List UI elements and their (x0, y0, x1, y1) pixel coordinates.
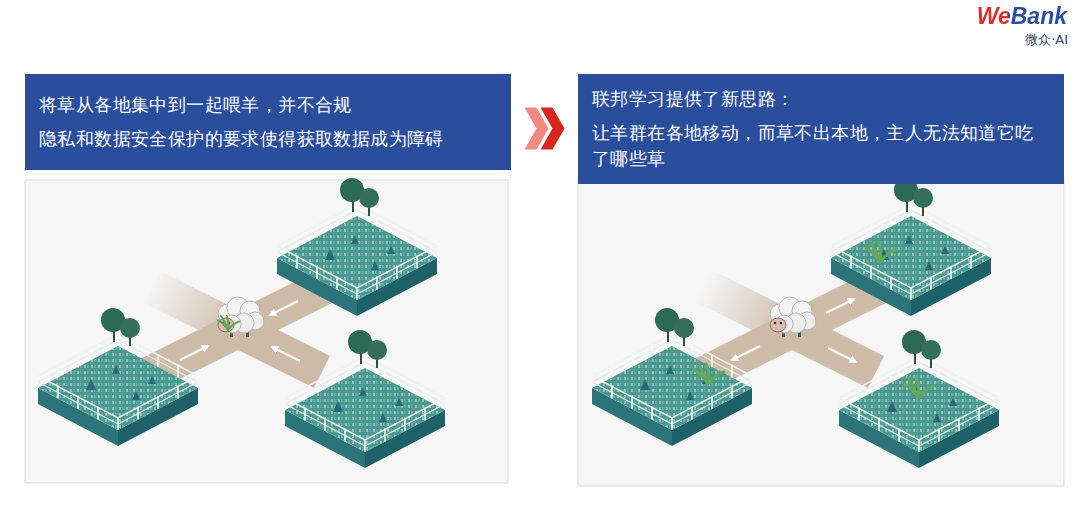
road-arm (148, 330, 238, 375)
flow-arrow (180, 347, 206, 360)
field (277, 178, 437, 316)
flow-arrow (826, 300, 852, 313)
flow-arrow (734, 346, 760, 359)
flow-arrow (274, 348, 300, 361)
panel (578, 180, 1064, 486)
field (38, 308, 198, 446)
field (839, 330, 999, 468)
field (592, 308, 752, 446)
grass (904, 378, 934, 398)
header-box: 将草从各地集中到一起喂羊，并不合规隐私和数据安全保护的要求使得获取数据成为障碍 (25, 74, 511, 170)
logo-subtext: 微众·AI (1025, 31, 1068, 49)
road (702, 284, 884, 375)
road-arm (792, 330, 876, 372)
header-body: 隐私和数据安全保护的要求使得获取数据成为障碍 (39, 126, 497, 152)
sheep (218, 297, 264, 337)
chevron-head (541, 108, 565, 150)
panel (25, 180, 508, 483)
header-box: 联邦学习提供了新思路： 让羊群在各地移动，而草不出本地，主人无法知道它吃了哪些草 (578, 74, 1064, 184)
field (831, 178, 991, 316)
grass (694, 364, 724, 384)
logo-text: WeBank (977, 3, 1070, 30)
header-heading: 联邦学习提供了新思路： (592, 86, 1050, 112)
flow-arrow (828, 348, 854, 361)
road (148, 284, 330, 375)
grass (218, 316, 239, 330)
field (285, 330, 445, 468)
header-body: 让羊群在各地移动，而草不出本地，主人无法知道它吃了哪些草 (592, 120, 1050, 172)
sheep (770, 297, 816, 337)
road-arm (238, 330, 322, 372)
road-arm (702, 330, 792, 375)
arrow-connector (525, 108, 565, 150)
header-heading: 将草从各地集中到一起喂羊，并不合规 (39, 92, 497, 118)
flow-arrow (272, 301, 298, 314)
grass (866, 242, 896, 262)
